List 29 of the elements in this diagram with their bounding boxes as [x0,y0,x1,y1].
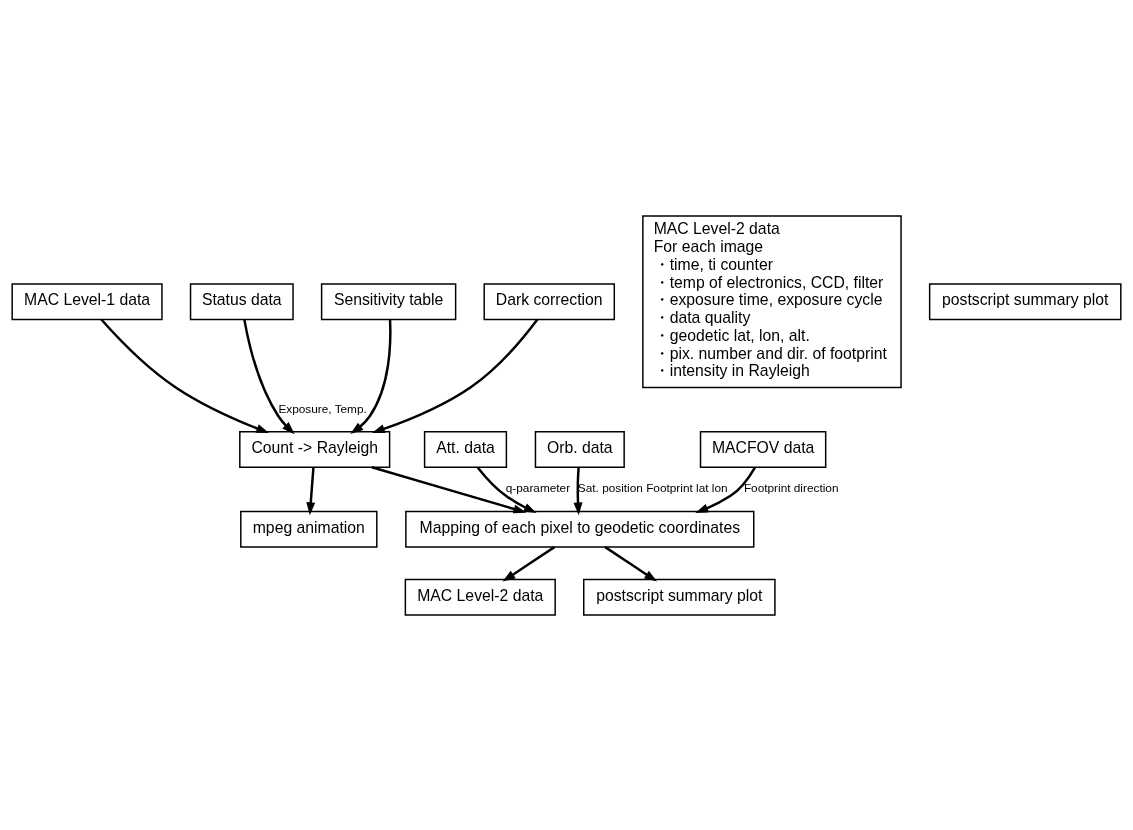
node-box: MAC Level-2 data For each image ・time, ti counter ・temp of electronics, CCD, filter ・exposure time, exposure cycle ・data quality ・geodetic lat, lon, alt. ・pix. number and dir. of footprint ・intensity in Rayleigh [642,214,902,388]
arrow [371,465,527,513]
node-box: Count -> Rayleigh [239,430,391,468]
node-box: Mapping of each pixel to geodetic coordinates [405,510,755,548]
arrow [371,318,539,433]
node-box: postscript summary plot [583,578,776,616]
edge-label: Footprint direction [743,480,839,495]
edge-label: Exposure, Temp. [278,401,367,416]
arrow [695,466,756,513]
arrow [306,466,316,515]
node-box: Dark correction [483,282,616,320]
arrow [100,318,270,433]
node-box: Orb. data [534,430,625,468]
node-box: MACFOV data [699,430,827,468]
node-box: MAC Level-2 data [404,578,556,616]
arrow [502,545,556,582]
node-box: Att. data [423,430,508,468]
edge-label: Sat. position Footprint lat lon [577,480,728,495]
edge-label: q-parameter [505,480,571,495]
arrow [573,466,583,515]
node-box: MAC Level-1 data [11,282,163,320]
node-box: postscript summary plot [928,282,1122,320]
node-box: Sensitivity table [320,282,457,320]
arrow [604,545,658,582]
node-box: Status data [189,282,294,320]
arrow [243,318,295,434]
arrow [350,319,392,434]
arrow [476,466,537,513]
node-box: mpeg animation [240,510,378,548]
